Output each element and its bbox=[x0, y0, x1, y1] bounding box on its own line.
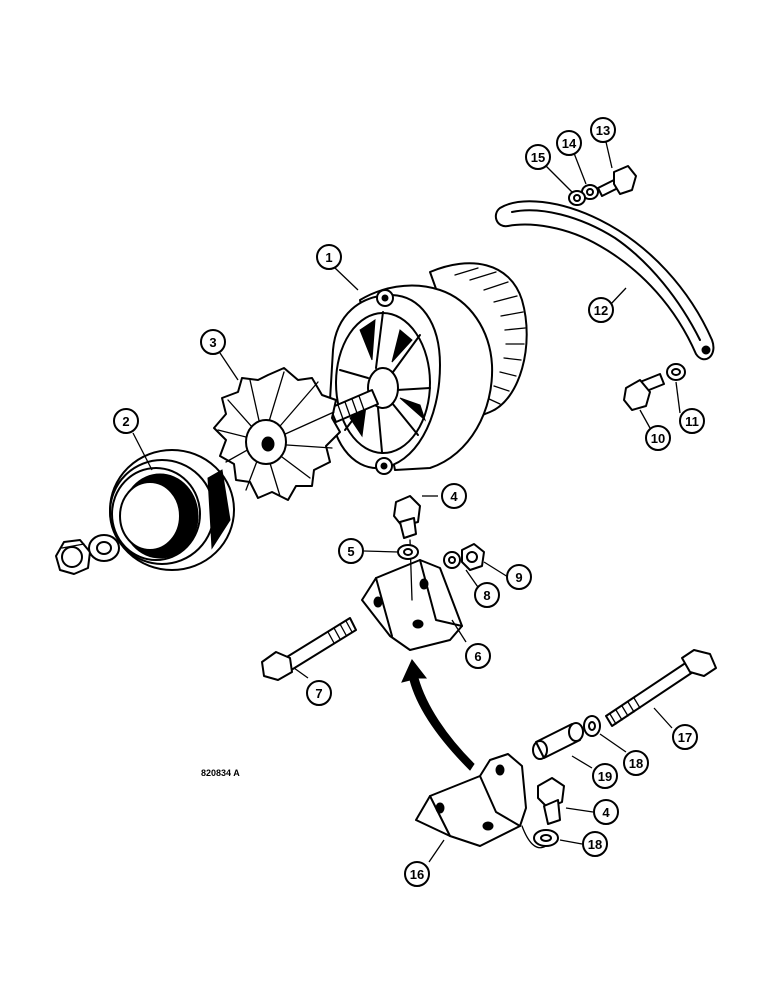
callout-14-label: 14 bbox=[562, 136, 577, 151]
lower-bracket-washer bbox=[521, 825, 559, 849]
callout-17: 17 bbox=[672, 724, 698, 750]
callout-19-label: 19 bbox=[598, 769, 612, 784]
callout-18-upper: 18 bbox=[623, 750, 649, 776]
shaft-nut bbox=[55, 539, 91, 575]
pulley bbox=[109, 449, 235, 571]
callout-11: 11 bbox=[679, 408, 705, 434]
strap-washer bbox=[568, 190, 586, 206]
shaft-washer bbox=[88, 534, 120, 562]
assembly-arrow bbox=[401, 659, 475, 771]
fan bbox=[213, 367, 341, 501]
callout-6-label: 6 bbox=[474, 649, 481, 664]
callout-7-label: 7 bbox=[315, 686, 322, 701]
callout-17-label: 17 bbox=[678, 730, 692, 745]
figure-reference-code: 820834 A bbox=[201, 768, 240, 778]
callout-10-label: 10 bbox=[651, 431, 665, 446]
callout-12-label: 12 bbox=[594, 303, 608, 318]
sleeve-washer bbox=[583, 715, 601, 737]
callout-5: 5 bbox=[338, 538, 364, 564]
callout-4-upper: 4 bbox=[441, 483, 467, 509]
callout-1: 1 bbox=[316, 244, 342, 270]
callout-7: 7 bbox=[306, 680, 332, 706]
callout-18-lower: 18 bbox=[582, 831, 608, 857]
callout-19: 19 bbox=[592, 763, 618, 789]
bracket-lockwasher bbox=[397, 544, 419, 560]
adjusting-strap bbox=[494, 200, 715, 361]
callout-2: 2 bbox=[113, 408, 139, 434]
bracket-nut bbox=[461, 543, 485, 571]
callout-9-label: 9 bbox=[515, 570, 522, 585]
callout-3-label: 3 bbox=[209, 335, 216, 350]
callout-2-label: 2 bbox=[122, 414, 129, 429]
alternator bbox=[329, 262, 528, 475]
long-bolt bbox=[261, 617, 357, 681]
callout-13-label: 13 bbox=[596, 123, 610, 138]
callout-11-label: 11 bbox=[685, 414, 699, 429]
callout-18-upper-label: 18 bbox=[629, 756, 643, 771]
callout-8: 8 bbox=[474, 582, 500, 608]
callout-4-lower-label: 4 bbox=[602, 805, 610, 820]
callout-8-label: 8 bbox=[483, 588, 490, 603]
callout-5-label: 5 bbox=[347, 544, 354, 559]
callout-16: 16 bbox=[404, 861, 430, 887]
lower-bracket bbox=[415, 753, 527, 847]
lower-bracket-bolt bbox=[537, 777, 565, 825]
callout-3: 3 bbox=[200, 329, 226, 355]
mounting-bracket bbox=[361, 559, 463, 651]
callout-6: 6 bbox=[465, 643, 491, 669]
callout-9: 9 bbox=[506, 564, 532, 590]
callout-16-label: 16 bbox=[410, 867, 424, 882]
callout-4-upper-label: 4 bbox=[450, 489, 458, 504]
callout-4-lower: 4 bbox=[593, 799, 619, 825]
callout-15: 15 bbox=[525, 144, 551, 170]
callout-15-label: 15 bbox=[531, 150, 545, 165]
bracket-washer bbox=[443, 551, 461, 569]
callout-12: 12 bbox=[588, 297, 614, 323]
lower-strap-bolt bbox=[623, 373, 665, 411]
spacer-sleeve bbox=[532, 722, 584, 760]
callout-13: 13 bbox=[590, 117, 616, 143]
lower-long-bolt bbox=[605, 649, 717, 727]
strap-bolt bbox=[597, 165, 637, 197]
callout-10: 10 bbox=[645, 425, 671, 451]
lower-strap-lockwasher bbox=[666, 363, 686, 381]
callout-1-label: 1 bbox=[325, 250, 332, 265]
callout-18-lower-label: 18 bbox=[588, 837, 602, 852]
callout-14: 14 bbox=[556, 130, 582, 156]
